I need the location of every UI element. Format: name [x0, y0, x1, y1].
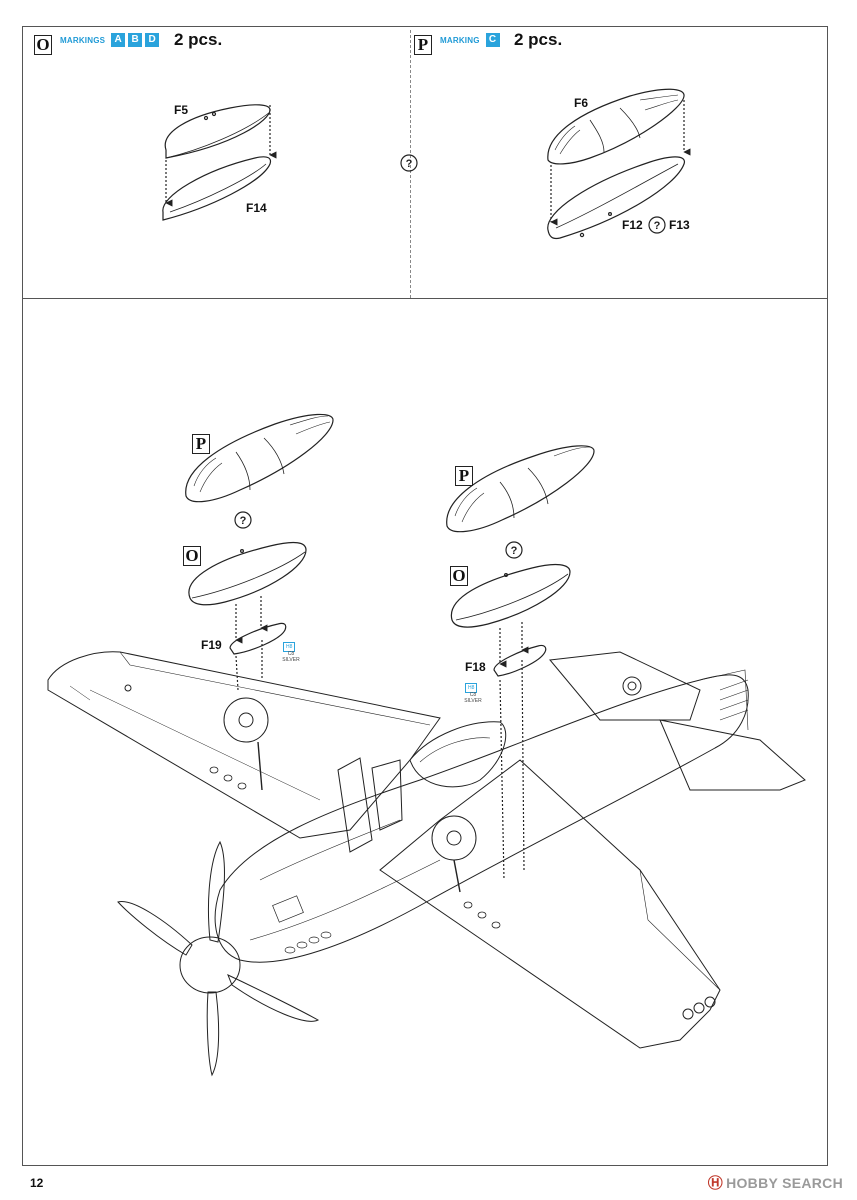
marking-badge-c: C: [485, 33, 500, 47]
option-glyph-left-tank: ?: [240, 515, 247, 527]
part-label-f18: F18: [465, 660, 486, 674]
step-o-letter: O: [34, 35, 52, 55]
option-symbol-right-tank: [505, 541, 523, 559]
paint-code-left: H8: [283, 642, 296, 652]
watermark-text: HOBBY SEARCH: [726, 1174, 843, 1191]
part-label-f6: F6: [574, 96, 589, 110]
part-f5-drawing: [164, 104, 271, 159]
option-glyph-f12-f13: ?: [654, 220, 661, 232]
marking-badge-d: D: [145, 33, 160, 47]
step-p-letter: P: [414, 35, 432, 55]
part-f12-f13-drawing: [547, 156, 686, 240]
page-frame: [22, 26, 828, 1166]
section-divider: [22, 298, 828, 299]
marking-badge-b: B: [128, 33, 143, 47]
markings-label: MARKINGS: [60, 35, 106, 45]
left-tank-p-drawing: [185, 413, 334, 503]
step-divider: [410, 30, 411, 298]
part-label-f5: F5: [174, 103, 189, 117]
marking-label: MARKING: [440, 35, 480, 45]
paint-color-left: SILVER: [282, 657, 300, 663]
part-f14-drawing: [162, 156, 272, 221]
marking-badge-a: A: [111, 33, 126, 47]
aircraft-drawing: [47, 651, 806, 1077]
paint-color-right: SILVER: [464, 698, 482, 704]
right-tank-p-drawing: [446, 445, 595, 533]
part-f6-drawing: [547, 88, 685, 165]
right-tank-step-o: O: [450, 566, 468, 586]
paint-code-right: H8: [465, 683, 478, 693]
step-o-quantity: 2 pcs.: [174, 30, 223, 49]
option-symbol-left-tank: [234, 511, 252, 529]
part-label-f14: F14: [246, 201, 267, 215]
paint-code2-right: C8: [469, 692, 477, 698]
part-label-f13: F13: [669, 218, 690, 232]
option-glyph-right-tank: ?: [511, 545, 518, 557]
left-tank-o-drawing: [188, 541, 307, 606]
part-label-f12: F12: [622, 218, 643, 232]
option-symbol-f12-f13: [648, 216, 666, 234]
page-number: 12: [30, 1176, 44, 1190]
watermark: Ⓗ HOBBY SEARCH: [708, 1172, 843, 1193]
option-glyph-center: ?: [406, 158, 413, 170]
part-f18-drawing: [493, 644, 547, 677]
hobby-search-logo-icon: Ⓗ: [707, 1175, 724, 1192]
option-symbol-center: [400, 154, 418, 172]
step-o-markings: MARKINGS A B D: [60, 33, 160, 47]
left-tank-step-p: P: [192, 434, 210, 454]
right-tank-step-p: P: [455, 466, 473, 486]
part-label-f19: F19: [201, 638, 222, 652]
step-p-markings: MARKING C: [440, 33, 500, 47]
right-tank-o-drawing: [450, 563, 571, 628]
part-f19-drawing: [229, 622, 287, 655]
left-tank-step-o: O: [183, 546, 201, 566]
paint-code2-left: C8: [287, 651, 295, 657]
step-p-quantity: 2 pcs.: [514, 30, 563, 49]
